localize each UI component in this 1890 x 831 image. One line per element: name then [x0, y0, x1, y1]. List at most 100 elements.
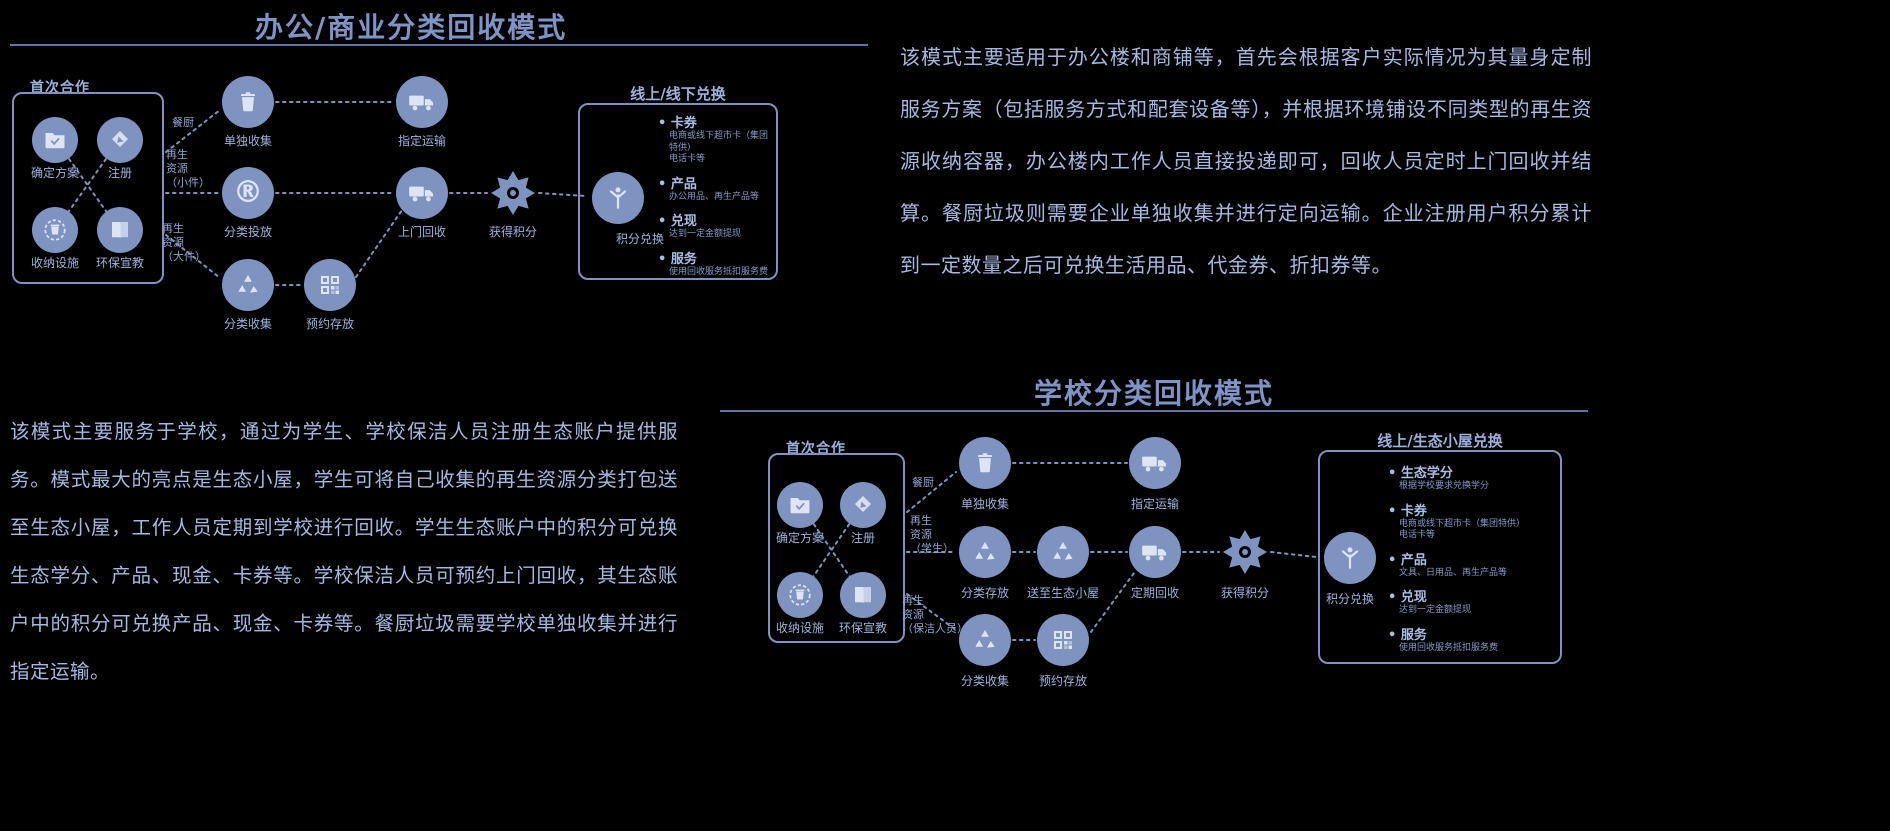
qr-code-icon [318, 273, 342, 297]
truck-icon [408, 88, 436, 116]
office-exchange-box [578, 103, 778, 280]
office-node-pickup-door-label: 上门回收 [397, 225, 446, 239]
recycle-icon [1050, 539, 1076, 565]
exchange-item: 兑现 达到一定金额提现 [658, 210, 776, 241]
office-coop-education-node [97, 207, 143, 253]
office-coop-plan-label: 确定方案 [30, 166, 79, 180]
folder-check-icon [788, 493, 812, 517]
person-icon [605, 185, 631, 211]
exchange-item-label: 兑现 [658, 210, 776, 229]
office-coop-facility-label: 收纳设施 [30, 256, 79, 270]
office-coop-education-label: 环保宣教 [95, 256, 144, 270]
star-badge-icon [489, 169, 537, 217]
office-node-collect-sorted-label: 分类收集 [223, 317, 272, 331]
exchange-item: 兑现 达到一定金额提现 [1388, 586, 1556, 617]
qr-code-icon [1051, 628, 1075, 652]
school-node-collect-sorted-label: 分类收集 [960, 674, 1009, 688]
school-node-redeem-points [1324, 532, 1376, 584]
exchange-item: 生态学分 根据学校要求兑换学分 [1388, 462, 1556, 493]
trash-bin-icon [235, 89, 261, 115]
register-pen-icon [108, 128, 132, 152]
exchange-item-label: 生态学分 [1388, 462, 1556, 481]
exchange-item-desc: 办公用品、再生产品等 [669, 191, 760, 202]
office-node-collect-sorted [222, 259, 274, 311]
exchange-item-desc: 根据学校要求兑换学分 [1399, 481, 1490, 491]
school-coop-education-label: 环保宣教 [838, 621, 887, 635]
school-coop-facility-node [777, 572, 823, 618]
school-node-redeem-points-label: 积分兑换 [1325, 592, 1374, 606]
office-node-pickup-door [396, 167, 448, 219]
school-node-earn-points [1221, 528, 1269, 576]
office-title-text: 办公/商业分类回收模式 [255, 11, 568, 44]
school-diagram: 首次合作 确定方案 注册 收纳设施 环保宣教 餐厨 再生 [720, 418, 1590, 718]
office-node-dispose-sorted-label: 分类投放 [223, 225, 272, 239]
school-node-send-eco-cabin-label: 送至生态小屋 [1026, 586, 1099, 600]
office-exchange-list: 卡券 电商或线下超市卡（集团特供） 电话卡等 产品 办公用品、再生产品等 兑现 … [658, 112, 776, 285]
recycle-icon [972, 627, 998, 653]
office-edge-small-items: 再生 资源 （小件） [166, 148, 210, 189]
exchange-item-desc: 使用回收服务抵扣服务费 [669, 266, 769, 277]
office-node-earn-points [489, 169, 537, 217]
office-node-collect-single-label: 单独收集 [223, 134, 272, 148]
exchange-item: 服务 使用回收服务抵扣服务费 [658, 248, 776, 279]
school-coop-plan-node [777, 482, 823, 528]
person-icon [1337, 545, 1363, 571]
exchange-item-label: 服务 [1388, 624, 1556, 643]
star-badge-icon [1221, 528, 1269, 576]
school-node-store-sorted [959, 526, 1011, 578]
exchange-item-label: 服务 [658, 248, 776, 267]
office-coop-plan-node [32, 117, 78, 163]
exchange-item-label: 兑现 [1388, 586, 1556, 605]
school-node-store-reserved [1037, 614, 1089, 666]
school-coop-plan-label: 确定方案 [775, 531, 824, 545]
school-exchange-box [1318, 450, 1562, 664]
school-title-underline [720, 410, 1588, 412]
school-edge-students: 再生 资源 （学生） [910, 514, 954, 555]
office-description: 该模式主要适用于办公楼和商铺等，首先会根据客户实际情况为其量身定制服务方案（包括… [900, 45, 1592, 277]
truck-icon [1141, 538, 1169, 566]
exchange-item-label: 卡券 [1388, 500, 1556, 519]
school-node-collect-single [959, 437, 1011, 489]
exchange-item-label: 产品 [1388, 549, 1556, 568]
school-description: 该模式主要服务于学校，通过为学生、学校保洁人员注册生态账户提供服务。模式最大的亮… [10, 420, 678, 683]
exchange-item: 卡券 电商或线下超市卡（集团特供） 电话卡等 [1388, 500, 1556, 542]
book-icon [108, 218, 132, 242]
trash-bin-icon [972, 450, 998, 476]
office-title-underline [10, 44, 868, 46]
office-node-collect-single [222, 76, 274, 128]
office-coop-facility-node [32, 207, 78, 253]
school-coop-register-node [840, 482, 886, 528]
office-edge-kitchen: 餐厨 [172, 116, 194, 129]
exchange-item: 产品 文具、日用品、再生产品等 [1388, 549, 1556, 580]
school-node-transport-designated [1129, 437, 1181, 489]
office-node-transport-designated [396, 76, 448, 128]
office-section-title: 办公/商业分类回收模式 [255, 6, 567, 46]
book-icon [851, 583, 875, 607]
exchange-item-desc: 使用回收服务抵扣服务费 [1399, 642, 1499, 653]
office-edge-large-items: 再生 资源 （大件） [162, 222, 206, 263]
office-node-dispose-sorted [222, 167, 274, 219]
school-title-text: 学校分类回收模式 [1033, 377, 1274, 410]
school-node-store-reserved-label: 预约存放 [1038, 674, 1087, 688]
exchange-item: 产品 办公用品、再生产品等 [658, 173, 776, 204]
school-node-transport-designated-label: 指定运输 [1130, 497, 1179, 511]
exchange-item-desc: 文具、日用品、再生产品等 [1399, 567, 1508, 578]
school-node-store-sorted-label: 分类存放 [960, 586, 1009, 600]
exchange-item-desc: 电商或线下超市卡（集团特供） 电话卡等 [1399, 518, 1526, 541]
register-pen-icon [851, 493, 875, 517]
school-node-send-eco-cabin [1037, 526, 1089, 578]
exchange-item-desc: 达到一定金额提现 [1399, 605, 1472, 615]
school-node-earn-points-label: 获得积分 [1220, 586, 1269, 600]
recycle-icon [235, 272, 261, 298]
recycle-icon [972, 539, 998, 565]
truck-icon [1141, 449, 1169, 477]
school-edge-kitchen: 餐厨 [912, 476, 934, 489]
office-node-redeem-points [592, 172, 644, 224]
school-edge-cleaning-staff: 再生 资源 （保洁人员） [902, 594, 968, 635]
school-coop-education-node [840, 572, 886, 618]
exchange-item: 卡券 电商或线下超市卡（集团特供） 电话卡等 [658, 112, 776, 166]
exchange-item-label: 卡券 [658, 112, 776, 131]
registered-icon [233, 178, 263, 208]
office-diagram: 首次合作 确定方案 注册 收纳设施 环保宣教 餐厨 再生 [10, 50, 870, 360]
school-node-collect-single-label: 单独收集 [960, 497, 1009, 511]
